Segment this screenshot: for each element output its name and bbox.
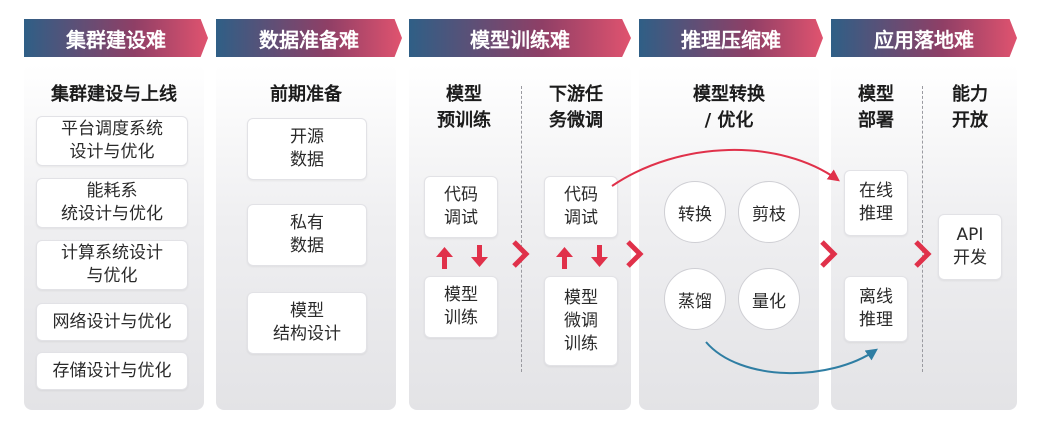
deploy-title: 模型 部署 [858,84,894,131]
circle-convert: 转换 [664,181,726,243]
convert-title: 模型转换 / 优化 [693,84,765,131]
header-cluster: 集群建设难 [24,19,208,57]
circle-label: 转换 [678,204,712,225]
data-item-label: 私有 数据 [290,213,324,256]
header-deploy: 应用落地难 [831,19,1017,57]
header-training: 模型训练难 [409,19,631,57]
offline-inference-label: 离线 推理 [859,287,893,330]
open-title: 能力 开放 [952,84,988,131]
cluster-item-label: 存储设计与优化 [52,360,172,381]
cluster-item-storage: 存储设计与优化 [36,352,188,390]
finetune-debug-box: 代码 调试 [544,176,618,238]
pretrain-debug-box: 代码 调试 [424,176,498,238]
pretrain-train-box: 模型 训练 [424,276,498,338]
cluster-item-network: 网络设计与优化 [36,303,188,341]
api-box: API 开发 [938,214,1002,280]
circle-label: 蒸馏 [678,291,712,312]
online-inference-box: 在线 推理 [844,170,908,236]
cluster-item-energy: 能耗系 统设计与优化 [36,178,188,228]
online-inference-label: 在线 推理 [859,181,893,224]
finetune-title: 下游任 务微调 [549,84,603,131]
pretrain-debug-label: 代码 调试 [444,185,478,228]
cluster-item-label: 网络设计与优化 [52,311,172,332]
header-data: 数据准备难 [216,19,402,57]
data-item-open: 开源 数据 [247,118,367,180]
data-item-label: 开源 数据 [290,127,324,170]
data-item-label: 模型 结构设计 [273,301,341,344]
cluster-item-label: 能耗系 统设计与优化 [61,181,163,224]
data-item-private: 私有 数据 [247,204,367,266]
finetune-train-box: 模型 微调 训练 [544,276,618,366]
cluster-item-label: 计算系统设计 与优化 [61,243,163,286]
cluster-item-compute: 计算系统设计 与优化 [36,240,188,290]
cluster-title: 集群建设与上线 [51,84,177,105]
data-item-structure: 模型 结构设计 [247,292,367,354]
api-label: API 开发 [953,225,987,268]
offline-inference-box: 离线 推理 [844,276,908,342]
circle-label: 剪枝 [752,204,786,225]
data-title: 前期准备 [270,84,342,105]
circle-label: 量化 [752,291,786,312]
circle-distill: 蒸馏 [664,268,726,330]
cluster-item-scheduling: 平台调度系统 设计与优化 [36,116,188,166]
finetune-debug-label: 代码 调试 [564,185,598,228]
pretrain-title: 模型 预训练 [437,84,491,131]
header-inference: 推理压缩难 [639,19,823,57]
pretrain-train-label: 模型 训练 [444,285,478,328]
training-divider [521,86,522,372]
circle-quantize: 量化 [738,268,800,330]
circle-prune: 剪枝 [738,181,800,243]
deploy-divider [922,86,923,372]
finetune-train-label: 模型 微调 训练 [564,287,598,354]
cluster-item-label: 平台调度系统 设计与优化 [61,119,163,162]
